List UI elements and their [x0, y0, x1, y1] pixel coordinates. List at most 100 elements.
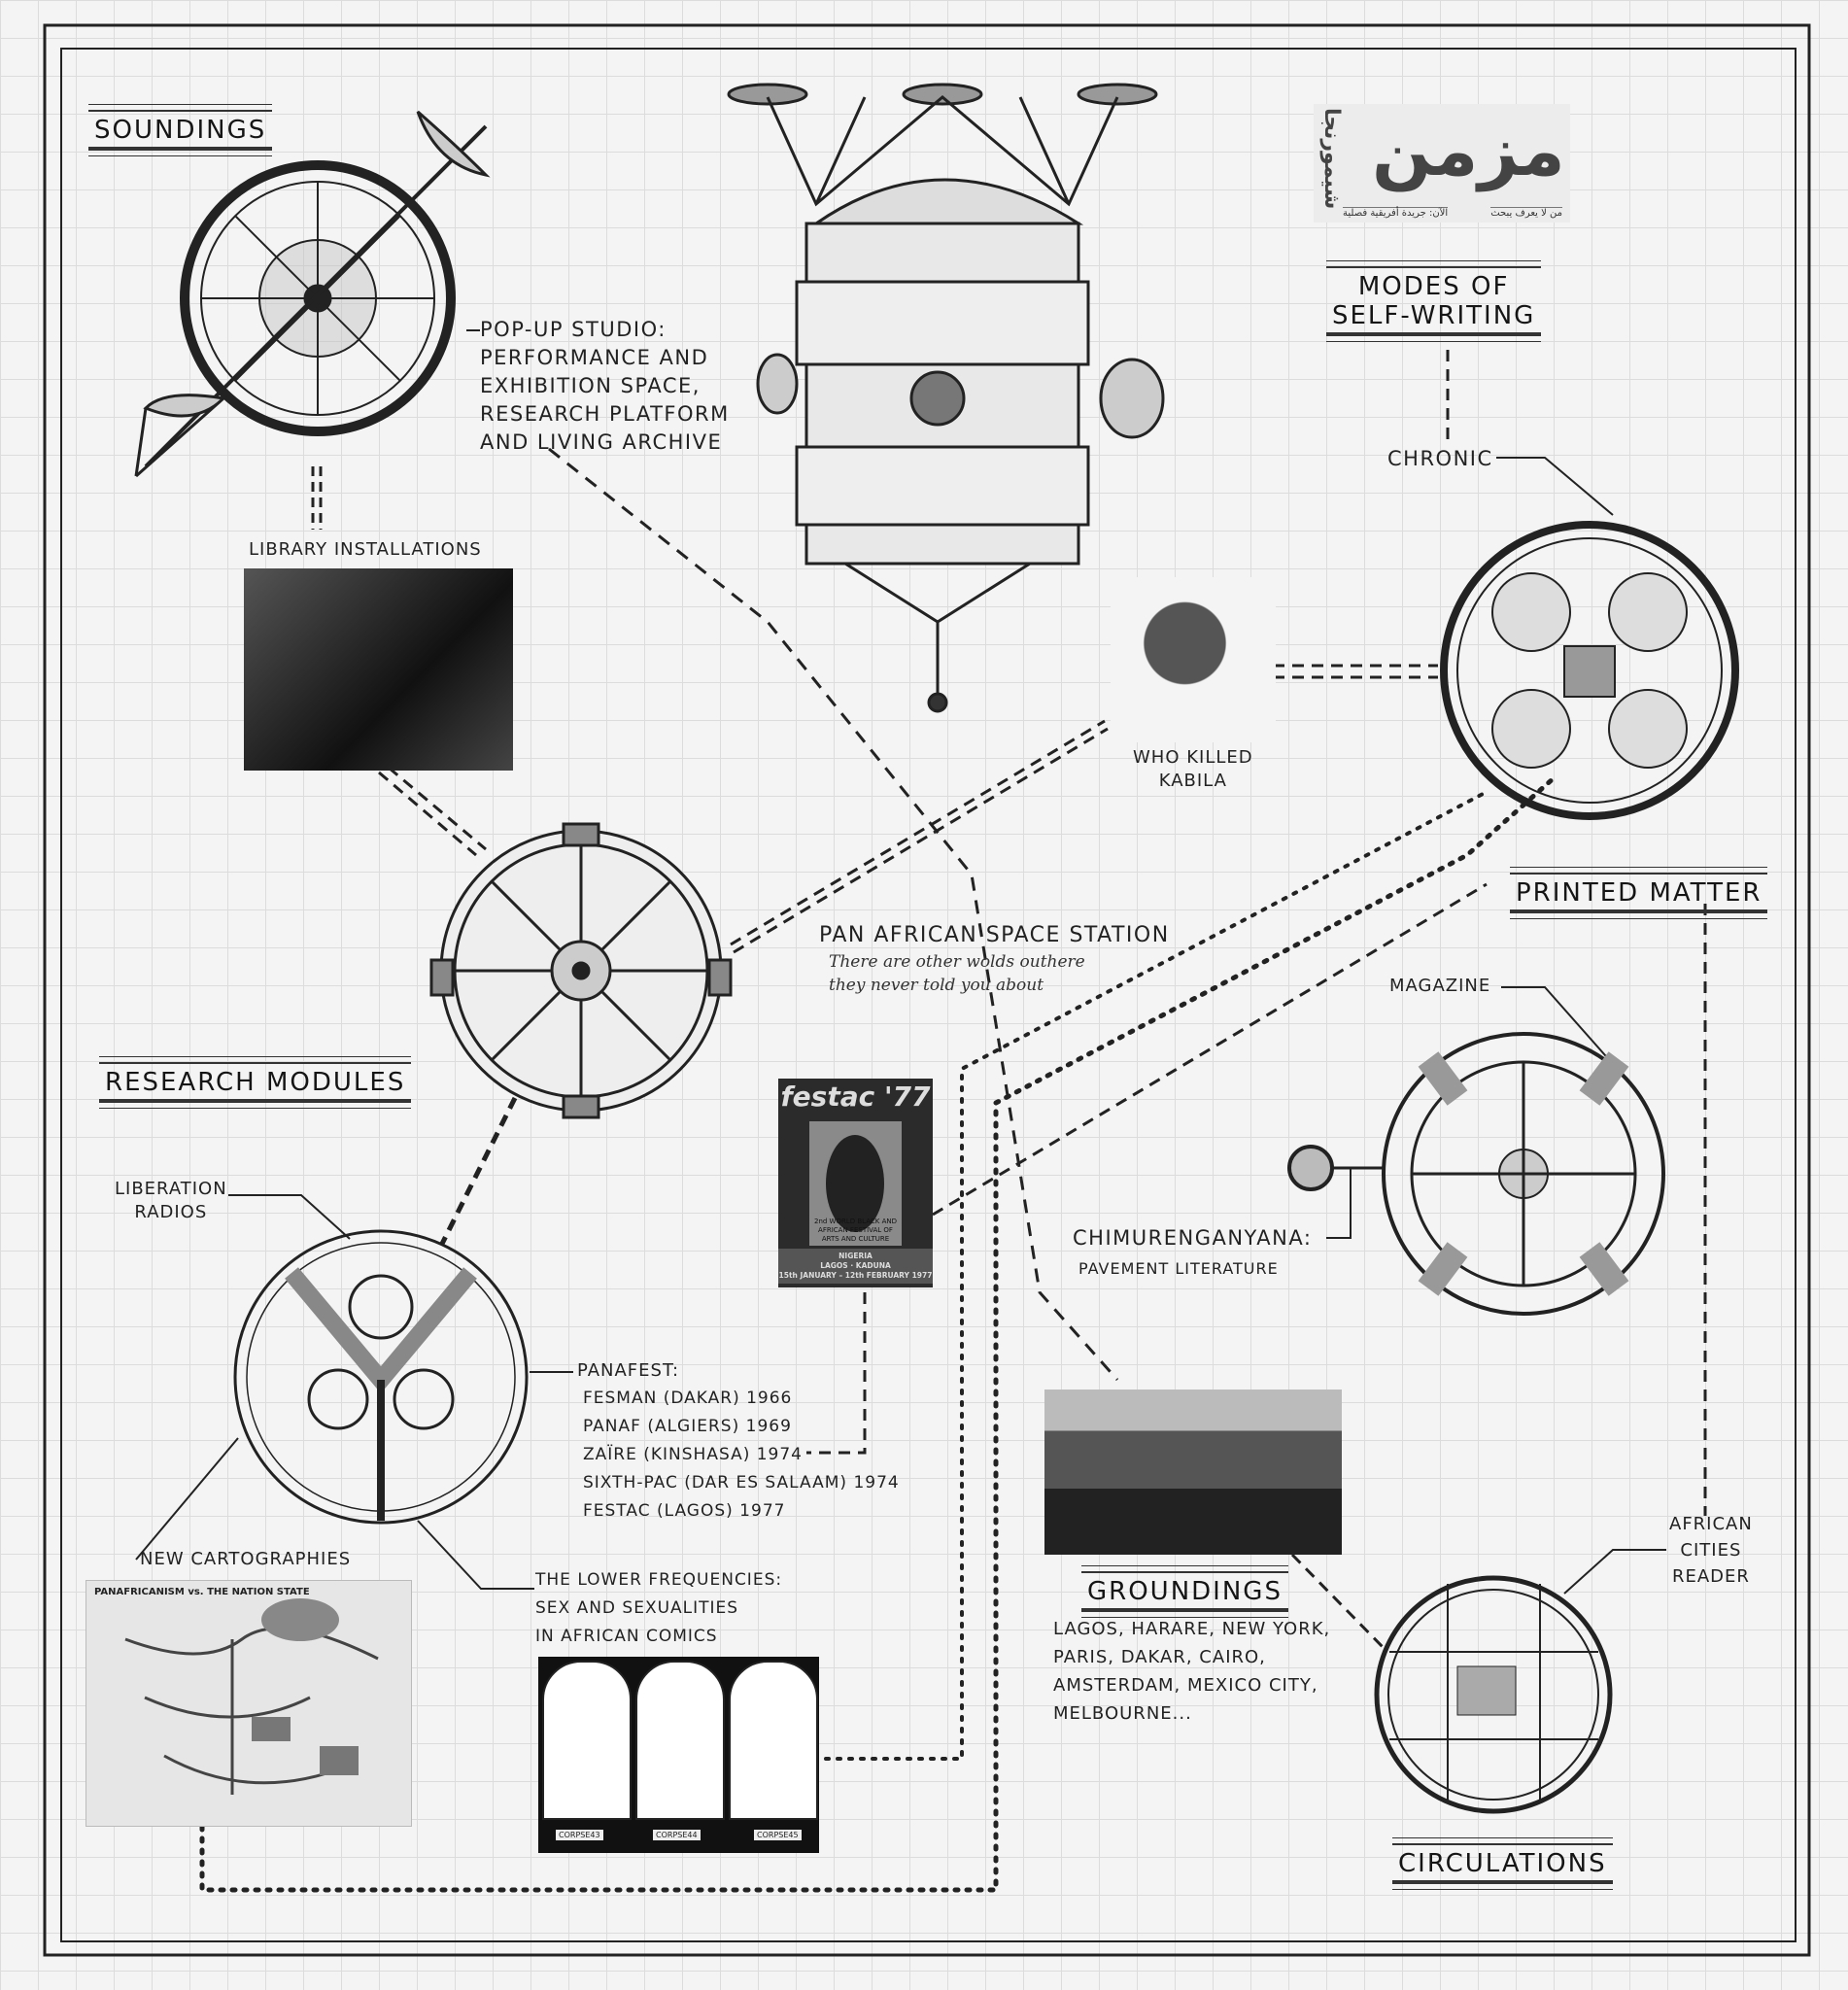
- dish-antenna-icon: [134, 394, 227, 478]
- satellite-drawing: [727, 83, 1165, 713]
- poster-center: 2nd WORLD BLACK AND AFRICAN FESTIVAL OF …: [809, 1121, 902, 1246]
- new-cartographies-map: PANAFRICANISM vs. THE NATION STATE: [86, 1580, 412, 1827]
- lower-frequencies-label: THE LOWER FREQUENCIES: SEX AND SEXUALITI…: [535, 1566, 782, 1651]
- lower-frequencies-comics: CORPSE43 CORPSE44 CORPSE45: [538, 1657, 819, 1853]
- dish-antenna-icon: [416, 110, 491, 178]
- library-installations-label: LIBRARY INSTALLATIONS: [249, 539, 482, 560]
- poster-country: NIGERIA: [838, 1252, 873, 1260]
- comic-plate: CORPSE45: [754, 1830, 802, 1840]
- panafest-item: FESTAC (LAGOS) 1977: [583, 1501, 786, 1521]
- label-line: POP-UP STUDIO:: [480, 318, 667, 341]
- comic-plate: CORPSE44: [653, 1830, 701, 1840]
- groundings-cities: LAGOS, HARARE, NEW YORK, PARIS, DAKAR, C…: [1053, 1615, 1330, 1728]
- comic-panel: [635, 1661, 725, 1820]
- connector-kabila-chronic: [1253, 664, 1438, 679]
- label-line: SEX AND SEXUALITIES: [535, 1598, 739, 1618]
- label-line: LIBERATION: [115, 1179, 227, 1199]
- panafest-item: PANAF (ALGIERS) 1969: [583, 1417, 792, 1436]
- label-line: CITIES: [1680, 1540, 1742, 1561]
- chimurenganyana-label: CHIMURENGANYANA:: [1073, 1226, 1313, 1250]
- chimurenga-logo: شيمورنجا مزمن الآن: جريدة أفريقية فصلية …: [1314, 104, 1570, 223]
- pan-african-space-station-title: Pan African Space Station: [819, 923, 1170, 947]
- panafest-item: ZAÏRE (KINSHASA) 1974: [583, 1445, 803, 1464]
- poster-cities: LAGOS · KADUNA: [820, 1261, 891, 1270]
- pavement-literature-label: PAVEMENT LITERATURE: [1078, 1259, 1279, 1278]
- heading-modes-of-self-writing: MODES OF SELF-WRITING: [1326, 260, 1542, 342]
- heading-research-modules: RESEARCH MODULES: [99, 1056, 412, 1109]
- poster-title: festac '77: [780, 1081, 931, 1113]
- heading-circulations: CIRCULATIONS: [1392, 1837, 1613, 1890]
- label-line: AFRICAN: [1669, 1514, 1753, 1534]
- magazine-label: MAGAZINE: [1389, 976, 1491, 996]
- leader-radios: [228, 1194, 351, 1240]
- map-title: PANAFRICANISM vs. THE NATION STATE: [94, 1587, 310, 1597]
- magazine-module-drawing: [1287, 1032, 1665, 1316]
- connector-soundings-library: [311, 466, 323, 530]
- heading-printed-matter: PRINTED MATTER: [1510, 867, 1768, 919]
- inner-frame: [60, 48, 1797, 1942]
- logo-tagline-right: من لا يعرف يبحث: [1490, 207, 1562, 219]
- poster-dates: 15th JANUARY – 12th FEBRUARY 1977: [778, 1271, 933, 1280]
- label-line: AND LIVING ARCHIVE: [480, 430, 723, 454]
- label-line: EXHIBITION SPACE,: [480, 374, 701, 397]
- heading-line: MODES OF: [1357, 272, 1510, 301]
- heading-soundings: SOUNDINGS: [88, 104, 273, 156]
- mask-image: [826, 1135, 884, 1232]
- poster-footer: NIGERIA LAGOS · KADUNA 15th JANUARY – 12…: [778, 1249, 933, 1284]
- leader-cities-reader: [1563, 1549, 1666, 1595]
- connector-grounding-circulation: [1290, 1553, 1389, 1654]
- leader-chronic: [1496, 457, 1614, 516]
- african-cities-reader-label: AFRICAN CITIES READER: [1669, 1511, 1753, 1590]
- outer-frame: [43, 23, 1811, 1957]
- panafest-list: FESMAN (DAKAR) 1966 PANAF (ALGIERS) 1969…: [583, 1385, 900, 1526]
- liberation-radios-drawing: [233, 1229, 529, 1525]
- label-line: RADIOS: [134, 1202, 208, 1222]
- panafest-item: FESMAN (DAKAR) 1966: [583, 1389, 793, 1408]
- comic-panel: [542, 1661, 632, 1820]
- connector-module-kabila: [730, 719, 1109, 954]
- leader-lower-frequencies: [417, 1520, 534, 1590]
- comic-plate: CORPSE43: [556, 1830, 603, 1840]
- connector-module-radios: [439, 1096, 518, 1246]
- poster-ring-text: 2nd WORLD BLACK AND AFRICAN FESTIVAL OF …: [813, 1218, 897, 1243]
- leader-cartographies: [135, 1437, 239, 1561]
- connector-festac-panafest: [806, 1292, 867, 1455]
- pan-african-space-station-subtitle: There are other wolds outhere they never…: [829, 952, 1085, 995]
- connector-cartography-network: [199, 774, 1557, 1893]
- city-line: LAGOS, HARARE, NEW YORK,: [1053, 1619, 1331, 1639]
- label-line: THE LOWER FREQUENCIES:: [535, 1570, 783, 1590]
- heading-line: SELF-WRITING: [1332, 301, 1536, 330]
- chronic-module-drawing: [1440, 521, 1739, 820]
- panafest-item: SIXTH-PAC (DAR ES SALAAM) 1974: [583, 1473, 900, 1492]
- label-line: IN AFRICAN COMICS: [535, 1627, 718, 1646]
- label-line: RESEARCH PLATFORM: [480, 402, 730, 426]
- connector-library-module: [378, 766, 487, 857]
- leader-magazine: [1501, 986, 1614, 1065]
- label-line: PERFORMANCE AND: [480, 346, 709, 369]
- comic-panel: [729, 1661, 818, 1820]
- connector-comics-network: [824, 790, 1489, 1761]
- liberation-radios-label: LIBERATION RADIOS: [115, 1178, 227, 1224]
- soundings-drawing: [134, 110, 491, 478]
- label-line: WHO KILLED: [1133, 747, 1253, 768]
- city-line: MELBOURNE...: [1053, 1703, 1192, 1724]
- label-line: KABILA: [1158, 771, 1227, 791]
- panafest-title: PANAFEST:: [577, 1360, 680, 1381]
- popup-studio-label: POP-UP STUDIO: PERFORMANCE AND EXHIBITIO…: [480, 316, 730, 457]
- new-cartographies-label: NEW CARTOGRAPHIES: [140, 1549, 352, 1569]
- groundings-photo: [1044, 1390, 1342, 1555]
- chronic-label: CHRONIC: [1387, 447, 1493, 470]
- logo-tagline-left: الآن: جريدة أفريقية فصلية: [1343, 207, 1449, 219]
- logo-side-text: شيمورنجا: [1319, 108, 1344, 210]
- festac-77-poster: festac '77 2nd WORLD BLACK AND AFRICAN F…: [778, 1079, 933, 1287]
- city-line: AMSTERDAM, MEXICO CITY,: [1053, 1675, 1318, 1696]
- label-line: READER: [1671, 1566, 1750, 1587]
- who-killed-kabila-photo: [1111, 577, 1276, 742]
- circulations-drawing: [1374, 1575, 1613, 1814]
- who-killed-kabila-label: WHO KILLED KABILA: [1133, 746, 1253, 793]
- city-line: PARIS, DAKAR, CAIRO,: [1053, 1647, 1266, 1667]
- research-module-drawing: [429, 822, 733, 1119]
- logo-mark: مزمن: [1372, 110, 1565, 191]
- map-lines: [124, 1598, 379, 1795]
